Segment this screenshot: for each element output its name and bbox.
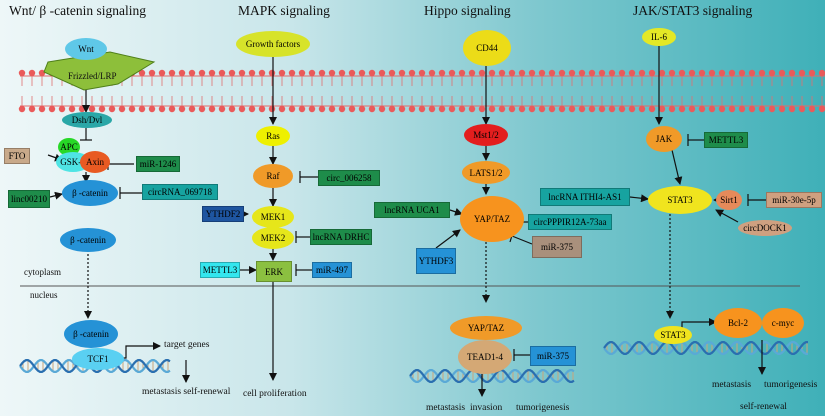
label-cytoplasm: cytoplasm [24, 267, 61, 277]
node-stat3: STAT3 [648, 186, 712, 214]
node-growth-factors: Growth factors [236, 31, 310, 57]
node-bcl2: Bcl-2 [714, 308, 762, 338]
regulator-lncrna-ithi4: lncRNA ITHI4-AS1 [540, 188, 630, 206]
node-dsh: Dsh/Dvl [62, 112, 112, 128]
frizzled-receptor-shape [43, 51, 156, 91]
outcome-hippo-tumorigenesis: tumorigenesis [516, 403, 570, 413]
node-wnt: Wnt [65, 38, 107, 60]
regulator-ythdf2: YTHDF2 [202, 206, 244, 222]
outcome-jak-metastasis: metastasis [712, 380, 752, 390]
outcome-mapk: cell proliferation [243, 389, 307, 399]
node-axin: Axin [80, 151, 110, 173]
node-tead: TEAD1-4 [458, 340, 512, 374]
regulator-mettl3-mapk: METTL3 [200, 262, 240, 278]
regulator-mir-375-nuclear: miR-375 [530, 346, 576, 366]
header-hippo: Hippo signaling [424, 3, 511, 18]
node-yap-taz: YAP/TAZ [460, 196, 524, 242]
node-apc: APC [58, 138, 80, 156]
outcome-hippo-metastasis: metastasis [426, 403, 466, 413]
node-tcf1: TCF1 [72, 348, 124, 370]
node-ras: Ras [256, 126, 290, 146]
node-mst12: Mst1/2 [464, 124, 508, 146]
regulator-circppp1r12a: circPPPIR12A-73aa [528, 214, 612, 230]
regulator-lncrna-uca1: lncRNA UCA1 [374, 202, 450, 218]
regulator-circrna-069718: circRNA_069718 [142, 184, 218, 200]
node-cmyc: c-myc [762, 308, 804, 338]
node-sirt1: Sirt1 [716, 190, 742, 210]
node-lats12: LATS1/2 [462, 161, 510, 184]
node-stat3-nuclear: STAT3 [654, 326, 692, 344]
cell-membrane [18, 69, 825, 113]
node-mek2: MEK2 [252, 227, 294, 249]
header-wnt: Wnt/ β -catenin signaling [9, 3, 146, 18]
node-frizzled-label: Frizzled/LRP [68, 71, 117, 81]
label-target-genes: target genes [164, 340, 210, 350]
regulator-mettl3-jak: METTL3 [704, 132, 748, 148]
regulator-mir1246: miR-1246 [136, 156, 180, 172]
header-jak: JAK/STAT3 signaling [633, 3, 753, 18]
node-yap-taz-nuclear: YAP/TAZ [450, 316, 522, 340]
outcome-wnt: metastasis self-renewal [142, 387, 231, 397]
regulator-mir-375: miR-375 [532, 236, 582, 258]
regulator-lncrna-drhc: lncRNA DRHC [310, 229, 372, 245]
node-il6: IL-6 [642, 28, 676, 46]
node-circdock1: circDOCK1 [738, 220, 792, 236]
outcome-jak-self-renewal: self-renewal [740, 402, 787, 412]
pathway-arrows [47, 46, 766, 397]
regulator-mir-497: miR-497 [312, 262, 352, 278]
node-beta-catenin: β -catenin [62, 180, 118, 206]
header-mapk: MAPK signaling [238, 3, 330, 18]
regulator-ythdf3: YTHDF3 [416, 248, 456, 274]
regulator-linc00210: linc00210 [8, 190, 50, 208]
outcome-hippo-invasion: invasion [470, 403, 503, 413]
node-mek1: MEK1 [252, 206, 294, 228]
node-jak: JAK [646, 126, 682, 152]
node-beta-catenin-nuclear: β -catenin [64, 320, 118, 348]
node-cd44: CD44 [463, 30, 511, 66]
regulator-circ-006258: circ_006258 [318, 170, 380, 186]
node-erk: ERK [256, 261, 292, 282]
regulator-mir-30e-5p: miR-30e-5p [766, 192, 822, 208]
dna-helix-jak [603, 341, 808, 355]
node-beta-catenin-free: β -catenin [60, 228, 116, 252]
node-raf: Raf [253, 164, 293, 188]
regulator-fto: FTO [4, 148, 30, 164]
label-nucleus: nucleus [30, 290, 58, 300]
outcome-jak-tumorigenesis: tumorigenesis [764, 380, 818, 390]
